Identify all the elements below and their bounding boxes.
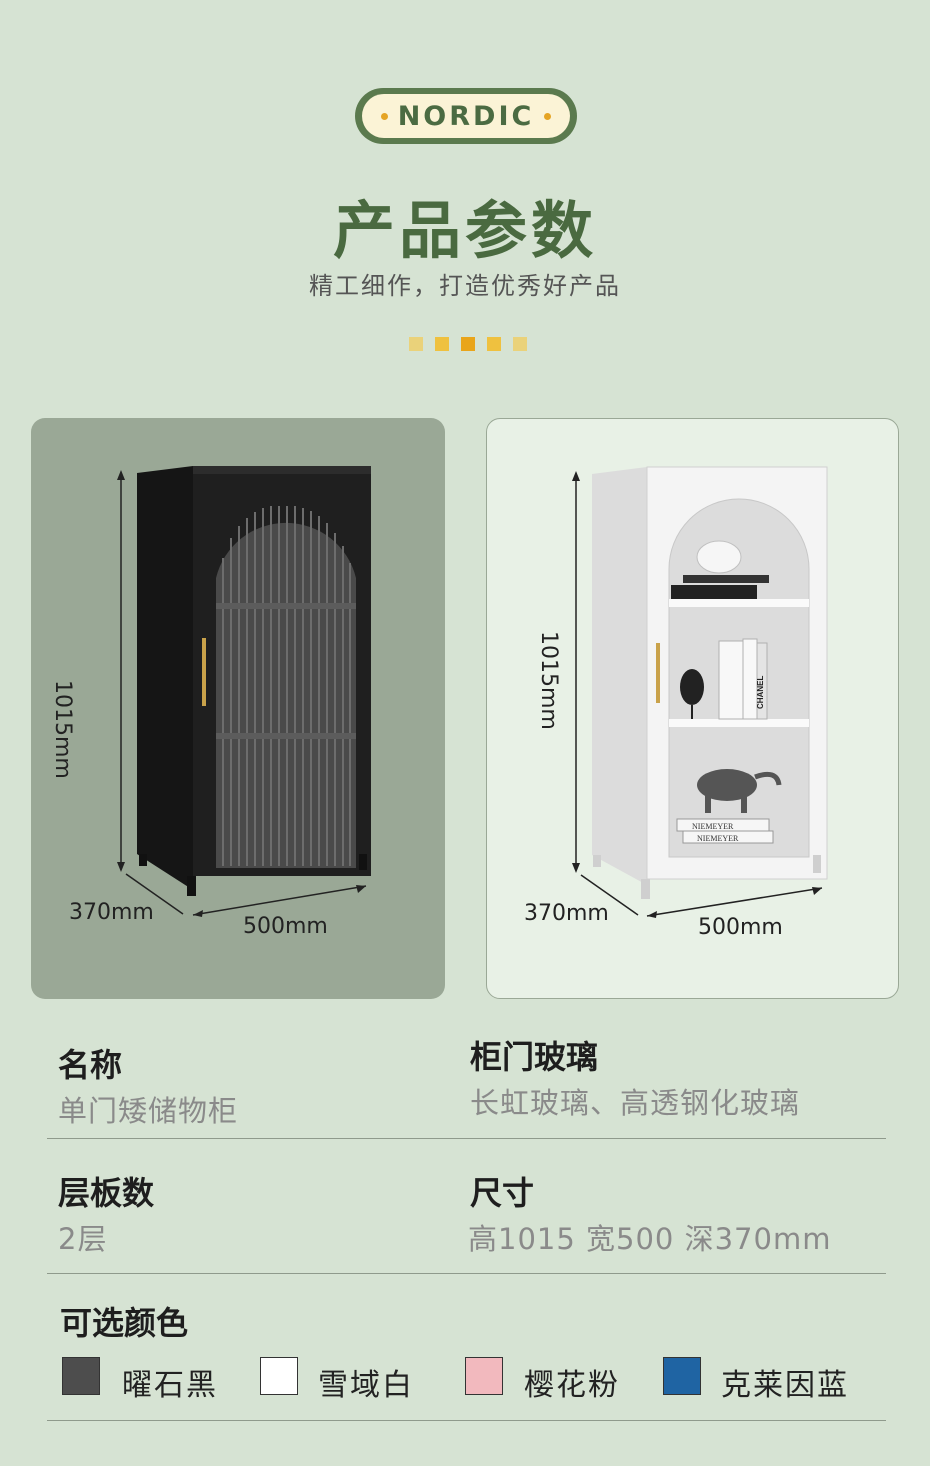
spec-size-value: 高1015 宽500 深370mm	[468, 1222, 832, 1256]
swatch-klein-blue[interactable]	[663, 1357, 701, 1395]
height-dimension-label: 1015mm	[536, 631, 561, 730]
nordic-badge-inner: NORDIC	[362, 94, 570, 138]
color-name-klein-blue: 克莱因蓝	[721, 1368, 849, 1403]
width-dimension-label: 500mm	[243, 914, 328, 939]
swatch-sakura-pink[interactable]	[465, 1357, 503, 1395]
square-2	[435, 337, 449, 351]
white-cabinet-illustration: NIEMEYER NIEMEYER CHANEL	[572, 466, 828, 918]
square-4	[487, 337, 501, 351]
width-dimension-label: 500mm	[698, 915, 783, 940]
badge-text: NORDIC	[397, 100, 535, 132]
badge-dot-left	[380, 112, 388, 120]
page-title: 产品参数	[332, 194, 597, 267]
square-1	[409, 337, 423, 351]
book-label-3: NIEMEYER	[697, 834, 739, 843]
spec-glass-value: 长虹玻璃、高透钢化玻璃	[470, 1086, 801, 1120]
divider-2	[47, 1273, 886, 1274]
swatch-obsidian-black[interactable]	[62, 1357, 100, 1395]
color-name-snow-white: 雪域白	[318, 1368, 414, 1403]
square-5	[513, 337, 527, 351]
color-name-obsidian-black: 曜石黑	[122, 1368, 218, 1403]
depth-dimension-label: 370mm	[524, 901, 609, 926]
product-panel-black: 1015mm 370mm 500mm	[31, 418, 445, 999]
spec-name-label: 名称	[58, 1046, 123, 1084]
square-3	[461, 337, 475, 351]
divider-1	[47, 1138, 886, 1139]
swatch-snow-white[interactable]	[260, 1357, 298, 1395]
spec-name-value: 单门矮储物柜	[58, 1094, 239, 1128]
height-dimension-label: 1015mm	[50, 680, 75, 779]
spec-shelves-label: 层板数	[58, 1174, 155, 1212]
page-subtitle: 精工细作，打造优秀好产品	[309, 272, 621, 300]
book-label-2: NIEMEYER	[692, 822, 734, 831]
badge-dot-right	[544, 112, 552, 120]
depth-dimension-label: 370mm	[69, 900, 154, 925]
spec-glass-label: 柜门玻璃	[470, 1038, 599, 1076]
black-cabinet-illustration	[117, 466, 371, 917]
spec-shelves-value: 2层	[58, 1222, 108, 1256]
color-options-label: 可选颜色	[60, 1304, 189, 1342]
color-name-sakura-pink: 樱花粉	[524, 1368, 620, 1403]
divider-3	[47, 1420, 886, 1421]
product-panel-white: NIEMEYER NIEMEYER CHANEL 1015mm 370mm 50…	[486, 418, 899, 999]
spec-size-label: 尺寸	[470, 1174, 535, 1212]
decorative-squares	[409, 337, 527, 351]
book-label-1: CHANEL	[756, 676, 765, 709]
